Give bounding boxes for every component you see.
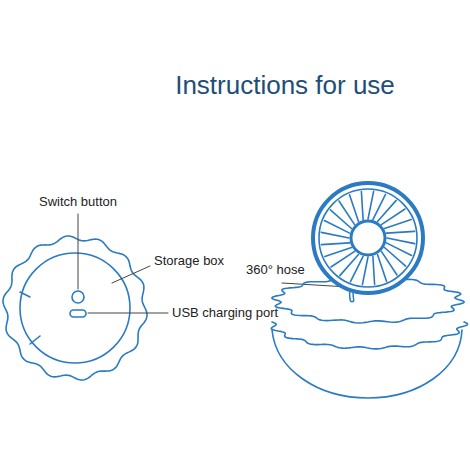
storage-box-inner-ring [20,253,130,363]
fan-ring [319,189,417,287]
fan-blade [362,257,368,285]
fan-blade [325,248,352,257]
part-label: USB charging port [172,305,278,321]
fan-blade [387,238,415,244]
switch-button [72,291,84,303]
leader-line [78,214,79,289]
fan-hub [351,221,385,255]
part-label: Storage box [154,253,224,269]
part-label: 360° hose [246,262,305,278]
fan-blade [324,221,349,234]
part-label: Switch button [39,194,117,210]
storage-box-outline [3,236,147,380]
base-band [271,322,467,349]
fan-blade [368,191,374,219]
ring-mark [30,336,40,344]
leader-line [88,313,168,314]
fan-blade [340,255,359,276]
fan-blade [385,248,406,267]
usb-port [70,310,86,317]
fan-blade [373,256,375,284]
title: Instructions for use [175,70,395,100]
fan-guard [313,183,423,293]
fan-blade [351,256,364,281]
fan-blade [386,231,414,233]
fan-blade [386,243,411,256]
fan-blade [361,192,363,220]
leader-line [112,266,150,283]
fan-blade [350,195,359,222]
base-bowl [272,330,462,398]
fan-blade [330,210,351,229]
fan-blade [378,255,387,282]
ring-mark [20,292,30,297]
fan-blades [321,191,414,284]
fan-blade [321,232,349,238]
fan-blade [378,200,397,221]
fan-blade [385,220,412,229]
fan-blade [322,243,350,245]
fan-blade [373,194,386,219]
